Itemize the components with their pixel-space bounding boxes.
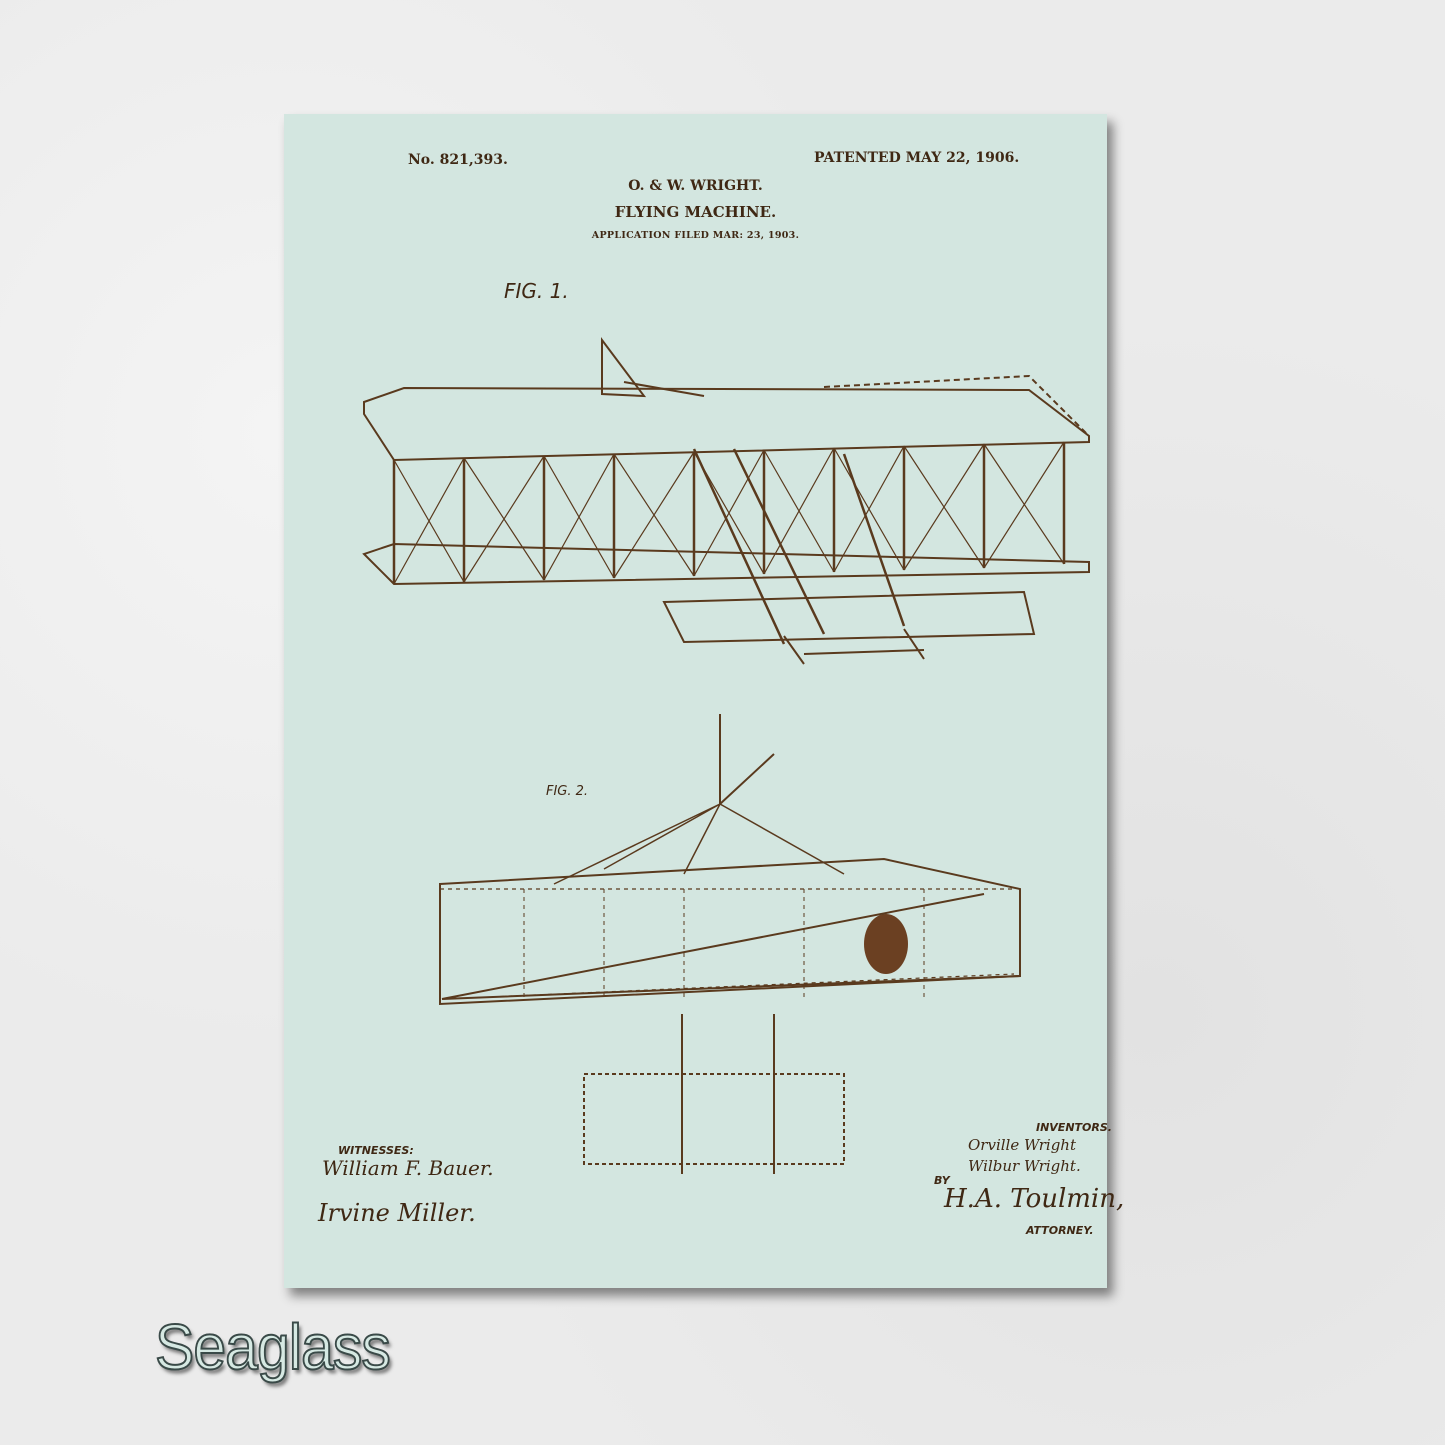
by-label: BY bbox=[934, 1174, 950, 1187]
attorney-signature: H.A. Toulmin, bbox=[944, 1184, 1125, 1214]
witnesses-label: WITNESSES: bbox=[338, 1144, 414, 1157]
fig-2-label: FIG. 2. bbox=[546, 784, 589, 799]
patent-drawings bbox=[362, 337, 1090, 1174]
patent-print: No. 821,393. PATENTED MAY 22, 1906. O. &… bbox=[284, 114, 1124, 1288]
inventor-signature-1: Orville Wright bbox=[968, 1136, 1076, 1154]
witness-signature-1: William F. Bauer. bbox=[322, 1156, 494, 1180]
attorney-label: ATTORNEY. bbox=[1026, 1224, 1094, 1237]
fig-2-drawing bbox=[439, 714, 1021, 1174]
fig-1-drawing bbox=[362, 337, 1090, 665]
patent-number: No. 821,393. bbox=[408, 152, 508, 168]
patent-date: PATENTED MAY 22, 1906. bbox=[814, 150, 1020, 166]
witness-signature-2: Irvine Miller. bbox=[318, 1199, 476, 1227]
inventor-signature-2: Wilbur Wright. bbox=[968, 1157, 1081, 1175]
variant-label: Seaglass bbox=[154, 1310, 392, 1384]
patent-title: FLYING MACHINE. bbox=[614, 203, 777, 221]
inventors-label: INVENTORS. bbox=[1036, 1121, 1112, 1134]
application-date: APPLICATION FILED MAR: 23, 1903. bbox=[591, 230, 800, 241]
fig-1-label: FIG. 1. bbox=[504, 279, 569, 303]
inventors-header: O. & W. WRIGHT. bbox=[628, 178, 763, 194]
